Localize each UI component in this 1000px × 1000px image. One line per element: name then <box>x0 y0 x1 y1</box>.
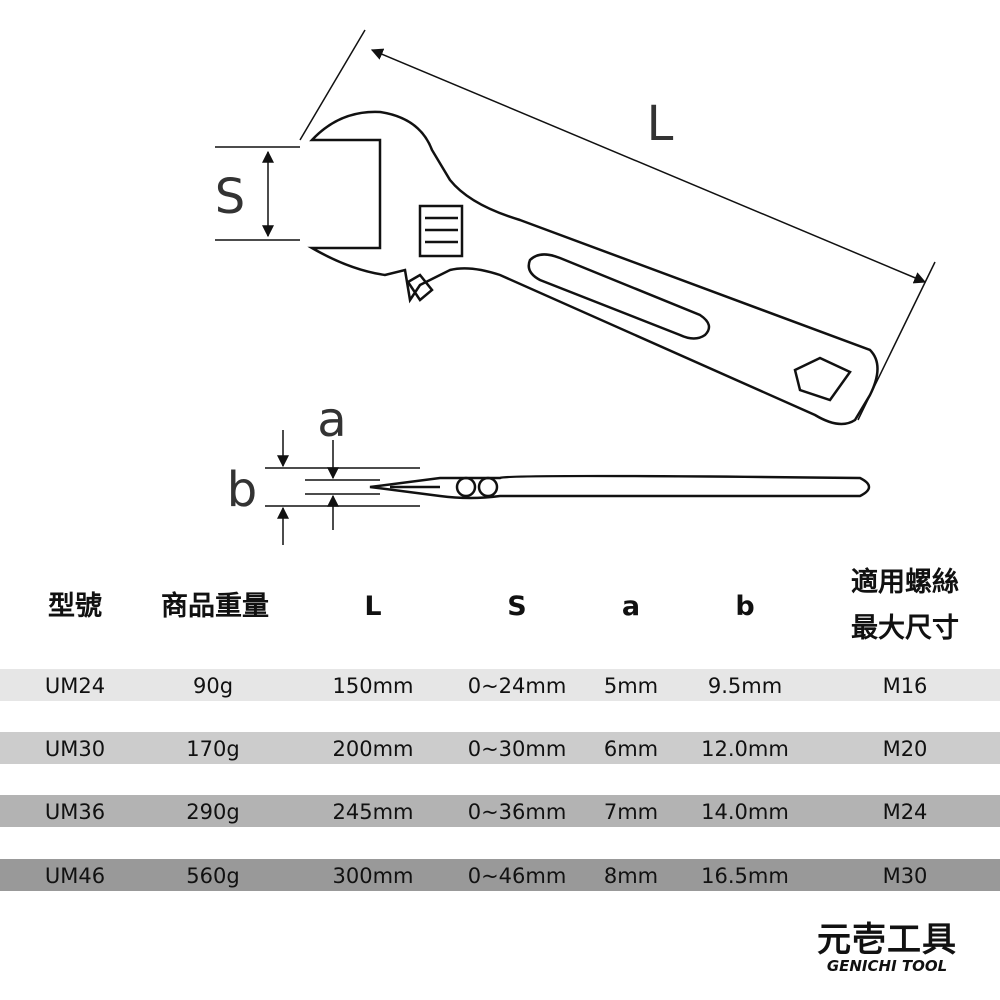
length-label: L <box>646 96 674 152</box>
header-weight: 商品重量 <box>161 591 269 622</box>
cell-model: UM24 <box>44 674 106 698</box>
cell-a: 5mm <box>603 674 659 698</box>
wrench-side-view <box>369 474 871 500</box>
header-a: a <box>621 591 641 622</box>
thickness-dimensions <box>265 430 420 545</box>
cell-weight: 290g <box>186 800 240 824</box>
thickness-b-label: b <box>226 462 258 518</box>
thickness-a-label: a <box>317 392 347 448</box>
cell-a: 7mm <box>603 800 659 824</box>
cell-weight: 170g <box>186 737 240 761</box>
cell-S: 0~36mm <box>467 800 567 824</box>
length-dimension <box>299 29 936 421</box>
cell-L: 150mm <box>332 674 414 698</box>
jaw-label: S <box>214 169 246 225</box>
cell-max: M30 <box>882 864 928 888</box>
wrench-diagram <box>215 29 936 545</box>
cell-S: 0~30mm <box>467 737 567 761</box>
cell-max: M16 <box>882 674 928 698</box>
cell-max: M24 <box>882 800 928 824</box>
jaw-dimension <box>215 146 300 241</box>
wrench-top-view <box>307 110 879 426</box>
logo-english: GENICHI TOOL <box>826 957 948 975</box>
cell-L: 200mm <box>332 737 414 761</box>
cell-model: UM30 <box>44 737 106 761</box>
cell-b: 16.5mm <box>701 864 789 888</box>
cell-L: 300mm <box>332 864 414 888</box>
header-model: 型號 <box>48 591 102 622</box>
cell-b: 12.0mm <box>701 737 789 761</box>
table-row: UM46 560g 300mm 0~46mm 8mm 16.5mm M30 <box>0 859 1000 891</box>
cell-a: 6mm <box>603 737 659 761</box>
cell-model: UM36 <box>44 800 106 824</box>
table-row: UM24 90g 150mm 0~24mm 5mm 9.5mm M16 <box>0 669 1000 701</box>
logo: 元壱工具 GENICHI TOOL <box>812 912 962 975</box>
cell-weight: 560g <box>186 864 240 888</box>
cell-S: 0~46mm <box>467 864 567 888</box>
cell-weight: 90g <box>192 674 234 698</box>
cell-b: 9.5mm <box>707 674 783 698</box>
table-row: UM36 290g 245mm 0~36mm 7mm 14.0mm M24 <box>0 795 1000 827</box>
cell-b: 14.0mm <box>701 800 789 824</box>
cell-model: UM46 <box>44 864 106 888</box>
header-max-screw: 適用螺絲 最大尺寸 <box>851 567 959 644</box>
cell-a: 8mm <box>603 864 659 888</box>
header-S: S <box>507 591 527 622</box>
cell-L: 245mm <box>332 800 414 824</box>
cell-S: 0~24mm <box>467 674 567 698</box>
header-L: L <box>364 591 382 622</box>
table-row: UM30 170g 200mm 0~30mm 6mm 12.0mm M20 <box>0 732 1000 764</box>
header-b: b <box>735 591 755 622</box>
cell-max: M20 <box>882 737 928 761</box>
logo-chinese: 元壱工具 <box>817 920 957 960</box>
